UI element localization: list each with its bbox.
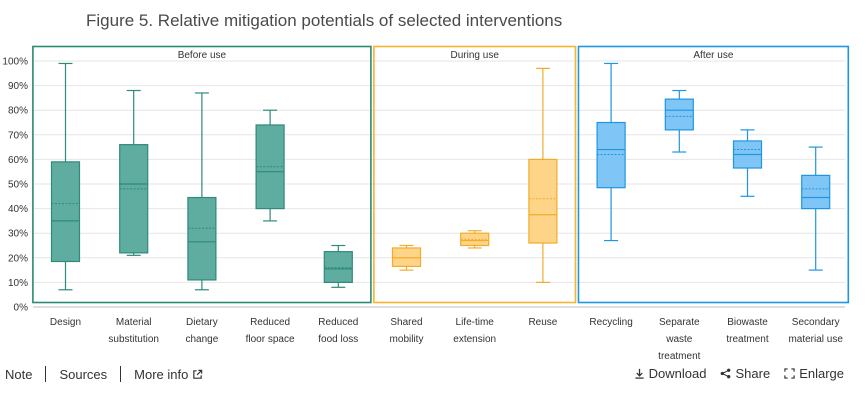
chart-footer: Note Sources More info Download	[0, 366, 866, 388]
x-tick-label-line: extension	[453, 334, 496, 345]
sources-link[interactable]: Sources	[59, 367, 107, 382]
x-tick-label: Design	[50, 317, 81, 328]
box-plot-chart: 0% 10% 20% 30% 40% 50% 60% 70% 80% 90% 100% Before …	[2, 45, 850, 360]
iqr-box	[50, 161, 81, 263]
x-tick-label: Separate waste treatment	[658, 317, 700, 360]
more-info-link[interactable]: More info	[134, 367, 203, 382]
group-label: Before use	[178, 50, 227, 61]
x-tick-label: Reuse	[528, 317, 557, 328]
iqr-box	[664, 98, 694, 131]
x-tick-label-line: food loss	[318, 334, 358, 345]
group-frame	[32, 45, 372, 304]
x-tick-label-line: change	[185, 334, 218, 345]
x-tick-label-line: Reuse	[528, 317, 557, 328]
share-icon	[721, 368, 731, 379]
x-tick-label: Life-time extension	[453, 317, 496, 345]
y-tick-label: 20%	[8, 253, 28, 264]
x-tick-label: Secondary material use	[788, 317, 843, 345]
y-tick-label: 60%	[8, 155, 28, 166]
share-button[interactable]: Share	[720, 366, 770, 381]
x-tick-label-line: material use	[788, 334, 843, 345]
x-tick-label-line: treatment	[658, 351, 700, 360]
group-label: During use	[451, 50, 500, 61]
x-tick-label-line: mobility	[390, 334, 424, 345]
more-info-label: More info	[134, 366, 189, 382]
divider	[120, 366, 122, 382]
chart-title: Figure 5. Relative mitigation potentials…	[86, 11, 563, 30]
x-tick-label: Reduced floor space	[246, 317, 295, 345]
note-link[interactable]: Note	[5, 367, 32, 382]
box-reduced-floor-space	[255, 109, 285, 222]
x-tick-label-line: Separate	[659, 317, 700, 328]
x-tick-label-line: Dietary	[186, 317, 218, 328]
box-material-substitution	[119, 89, 149, 256]
iqr-box	[323, 251, 353, 283]
x-tick-label: Biowaste treatment	[726, 317, 768, 345]
box-life-time-extension	[460, 230, 490, 249]
x-tick-label-line: Design	[50, 317, 81, 328]
box-dietary-change	[187, 92, 217, 291]
box-shared-mobility	[391, 244, 422, 271]
iqr-box	[119, 144, 149, 254]
box-reuse	[528, 67, 558, 283]
y-tick-label: 0%	[14, 303, 29, 314]
box-secondary-material-use	[801, 146, 831, 271]
sources-label: Sources	[59, 366, 108, 382]
enlarge-icon	[784, 368, 795, 379]
enlarge-label: Enlarge	[799, 366, 844, 381]
x-tick-label-line: substitution	[108, 334, 159, 345]
y-tick-label: 30%	[8, 229, 28, 240]
iqr-box	[596, 121, 626, 189]
x-tick-label-line: Material	[116, 317, 152, 328]
x-tick-label: Material substitution	[108, 317, 159, 345]
x-tick-label-line: waste	[665, 334, 693, 345]
external-link-icon	[193, 369, 203, 379]
box-biowaste-treatment	[732, 129, 763, 197]
box-reduced-food-loss	[323, 244, 353, 288]
x-tick-label-line: floor space	[246, 334, 295, 345]
x-tick-label-line: Shared	[390, 317, 422, 328]
x-tick-label: Recycling	[589, 317, 632, 328]
download-label: Download	[648, 366, 707, 381]
group-frame	[373, 45, 577, 304]
divider	[45, 366, 47, 382]
x-tick-label: Dietary change	[185, 317, 218, 345]
iqr-box	[391, 247, 422, 268]
download-button[interactable]: Download	[634, 366, 707, 381]
share-label: Share	[735, 366, 771, 381]
y-tick-label: 90%	[8, 81, 28, 92]
x-tick-label-line: Secondary	[792, 317, 840, 328]
x-tick-label-line: Life-time	[456, 317, 495, 328]
x-tick-label-line: Recycling	[589, 317, 632, 328]
y-tick-label: 40%	[8, 204, 28, 215]
group-frame	[577, 45, 850, 304]
iqr-box	[528, 158, 558, 244]
box-design	[50, 62, 81, 291]
y-tick-label: 100%	[2, 57, 28, 68]
download-icon	[635, 368, 644, 379]
x-tick-label-line: Reduced	[318, 317, 358, 328]
iqr-box	[801, 174, 831, 210]
y-tick-label: 10%	[8, 278, 28, 289]
x-tick-label-line: treatment	[726, 334, 768, 345]
x-tick-label: Shared mobility	[390, 317, 424, 345]
x-tick-label-line: Reduced	[250, 317, 290, 328]
box-separate-waste-treatment	[664, 89, 694, 153]
enlarge-button[interactable]: Enlarge	[784, 366, 844, 381]
y-tick-label: 70%	[8, 130, 28, 141]
group-label: After use	[693, 50, 733, 61]
box-recycling	[596, 62, 626, 242]
y-tick-label: 50%	[8, 180, 28, 191]
x-tick-label: Reduced food loss	[318, 317, 358, 345]
note-label: Note	[5, 366, 33, 382]
iqr-box	[187, 196, 217, 281]
y-tick-label: 80%	[8, 106, 28, 117]
x-tick-label-line: Biowaste	[727, 317, 768, 328]
